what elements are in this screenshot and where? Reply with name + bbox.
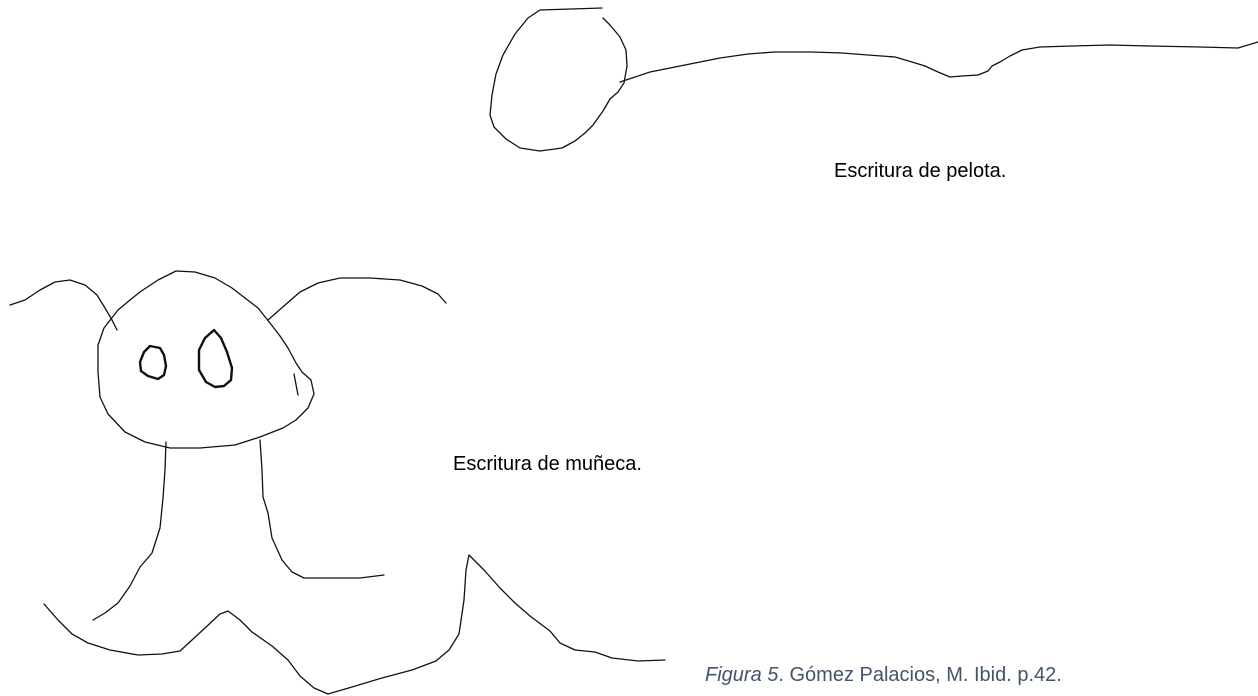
figure-source: . Gómez Palacios, M. Ibid. p.42. [778, 664, 1062, 686]
ball-scribble-line [619, 41, 1258, 83]
ball-drawing [489, 7, 1258, 152]
figure-label: Figura 5 [705, 664, 779, 686]
figure-caption: Figura 5. Gómez Palacios, M. Ibid. p.42. [705, 664, 1062, 687]
doll-right-eye [197, 328, 234, 389]
caption-pelota: Escritura de pelota. [834, 160, 1007, 182]
caption-muneca: Escritura de muñeca. [453, 453, 642, 475]
doll-drawing [9, 270, 666, 695]
doll-left-arm [9, 279, 118, 331]
doll-left-eye [138, 344, 168, 381]
doll-head [97, 270, 315, 449]
doll-skirt [43, 554, 666, 695]
doll-neck-left [92, 441, 167, 621]
doll-right-arm [267, 277, 447, 321]
doll-neck-right [259, 439, 385, 579]
doll-head-tick [293, 373, 299, 396]
ball-circle [489, 7, 628, 152]
